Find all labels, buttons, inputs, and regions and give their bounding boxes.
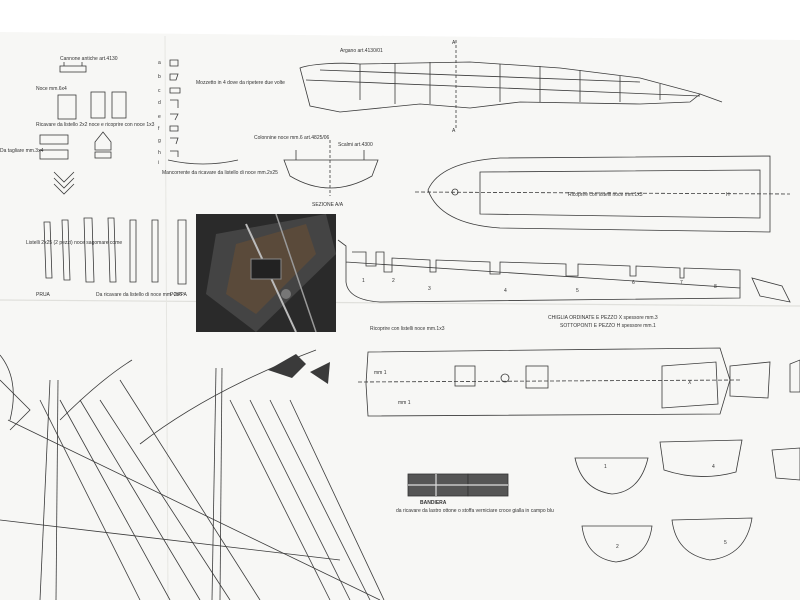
label-mm1-right: mm 1: [398, 400, 411, 406]
fold-line-vertical: [164, 35, 169, 600]
label-letter-f: f: [158, 126, 160, 132]
label-mark-h: H: [726, 192, 730, 198]
keel-profile: [337, 239, 791, 303]
lower-deck-plan: [357, 347, 741, 417]
label-letter-i: i: [158, 160, 160, 166]
label-colonnine: Colonnine noce mm.6 art.4825/06: [254, 135, 330, 141]
part-lettered-profiles: [169, 59, 181, 157]
label-letter-g: g: [158, 138, 161, 144]
label-bandiera-title: BANDIERA: [420, 500, 447, 506]
label-da-ricavare: Da ricavare da listello di noce mm. 2x6: [96, 292, 182, 298]
part-cannons: [59, 62, 87, 73]
label-letter-a: a: [158, 60, 161, 66]
label-mark-x: X: [688, 380, 692, 386]
label-tagliare: Da tagliare mm.3x4: [0, 148, 44, 154]
label-mozzetto: Mozzetto in 4 dove da ripetere due volte: [196, 80, 285, 86]
label-letter-c: c: [158, 88, 161, 94]
label-mancorrente: Mancorrente da ricavare da listello di n…: [162, 170, 278, 176]
sail-rigging-drawing: [0, 349, 385, 600]
label-poppa: POPPA: [170, 292, 187, 298]
label-bandiera-desc: da ricavare da lastro ottone o stoffa ve…: [396, 508, 554, 514]
label-letter-d: d: [158, 100, 161, 106]
part-blocks: [39, 91, 127, 160]
model-photo-drawing: [196, 214, 336, 332]
label-cavalletto: Cannone antiche art.4130: [60, 56, 118, 62]
bandiera-flag: [407, 473, 509, 497]
label-ord-8: 8: [714, 284, 717, 290]
hull-side-profile: [299, 40, 723, 130]
part-mancorrente: [167, 159, 239, 165]
label-letter-b: b: [158, 74, 161, 80]
label-ord-6: 6: [632, 280, 635, 286]
label-ord-1: 1: [362, 278, 365, 284]
fold-line-horizontal: [0, 299, 800, 307]
label-mark-a-top: A: [452, 40, 456, 46]
label-mark-a-bottom: A: [452, 128, 456, 134]
label-sezione: SEZIONE A/A: [312, 202, 344, 208]
label-letter-h: h: [158, 150, 161, 156]
label-frame-1: 1: [604, 464, 607, 470]
label-argano: Argano art.4130/01: [340, 48, 383, 54]
paper: [0, 32, 800, 600]
model-photo: [196, 214, 336, 332]
x-piece: [661, 359, 800, 409]
strip-parts: [43, 217, 187, 285]
label-ord-5: 5: [576, 288, 579, 294]
part-chevron: [53, 171, 75, 195]
label-frame-5: 5: [724, 540, 727, 546]
label-frame-2: 2: [616, 544, 619, 550]
label-ricoprire-deck: Ricoprire con listelli noce mm.1x3: [370, 326, 445, 332]
label-noce: Noce mm.6x4: [36, 86, 67, 92]
label-mm1-left: mm 1: [374, 370, 387, 376]
label-chiglia: CHIGLIA ORDINATE E PEZZO X spessore mm.3: [548, 315, 658, 321]
label-ord-4: 4: [504, 288, 507, 294]
label-scalmi: Scalmi art.4300: [338, 142, 373, 148]
label-prua: PRUA: [36, 292, 50, 298]
section-a-a: [283, 140, 379, 196]
label-sottoponti: SOTTOPONTI E PEZZO H spessore mm.1: [560, 323, 656, 329]
label-ord-7: 7: [680, 280, 683, 286]
label-frame-4: 4: [712, 464, 715, 470]
label-letter-e: e: [158, 114, 161, 120]
label-ricavare-lat: Ricavare da listello 2x2 noce e ricoprir…: [36, 122, 155, 128]
frames: [574, 439, 800, 563]
label-ord-3: 3: [428, 286, 431, 292]
label-ord-2: 2: [392, 278, 395, 284]
deck-plan-h: [414, 155, 791, 233]
label-ricoprire-top: Ricoprire con listelli noce mm.1x3: [568, 192, 643, 198]
label-listelli: Listelli 2x25 (2 pezzi) noce sagomare co…: [26, 240, 123, 246]
